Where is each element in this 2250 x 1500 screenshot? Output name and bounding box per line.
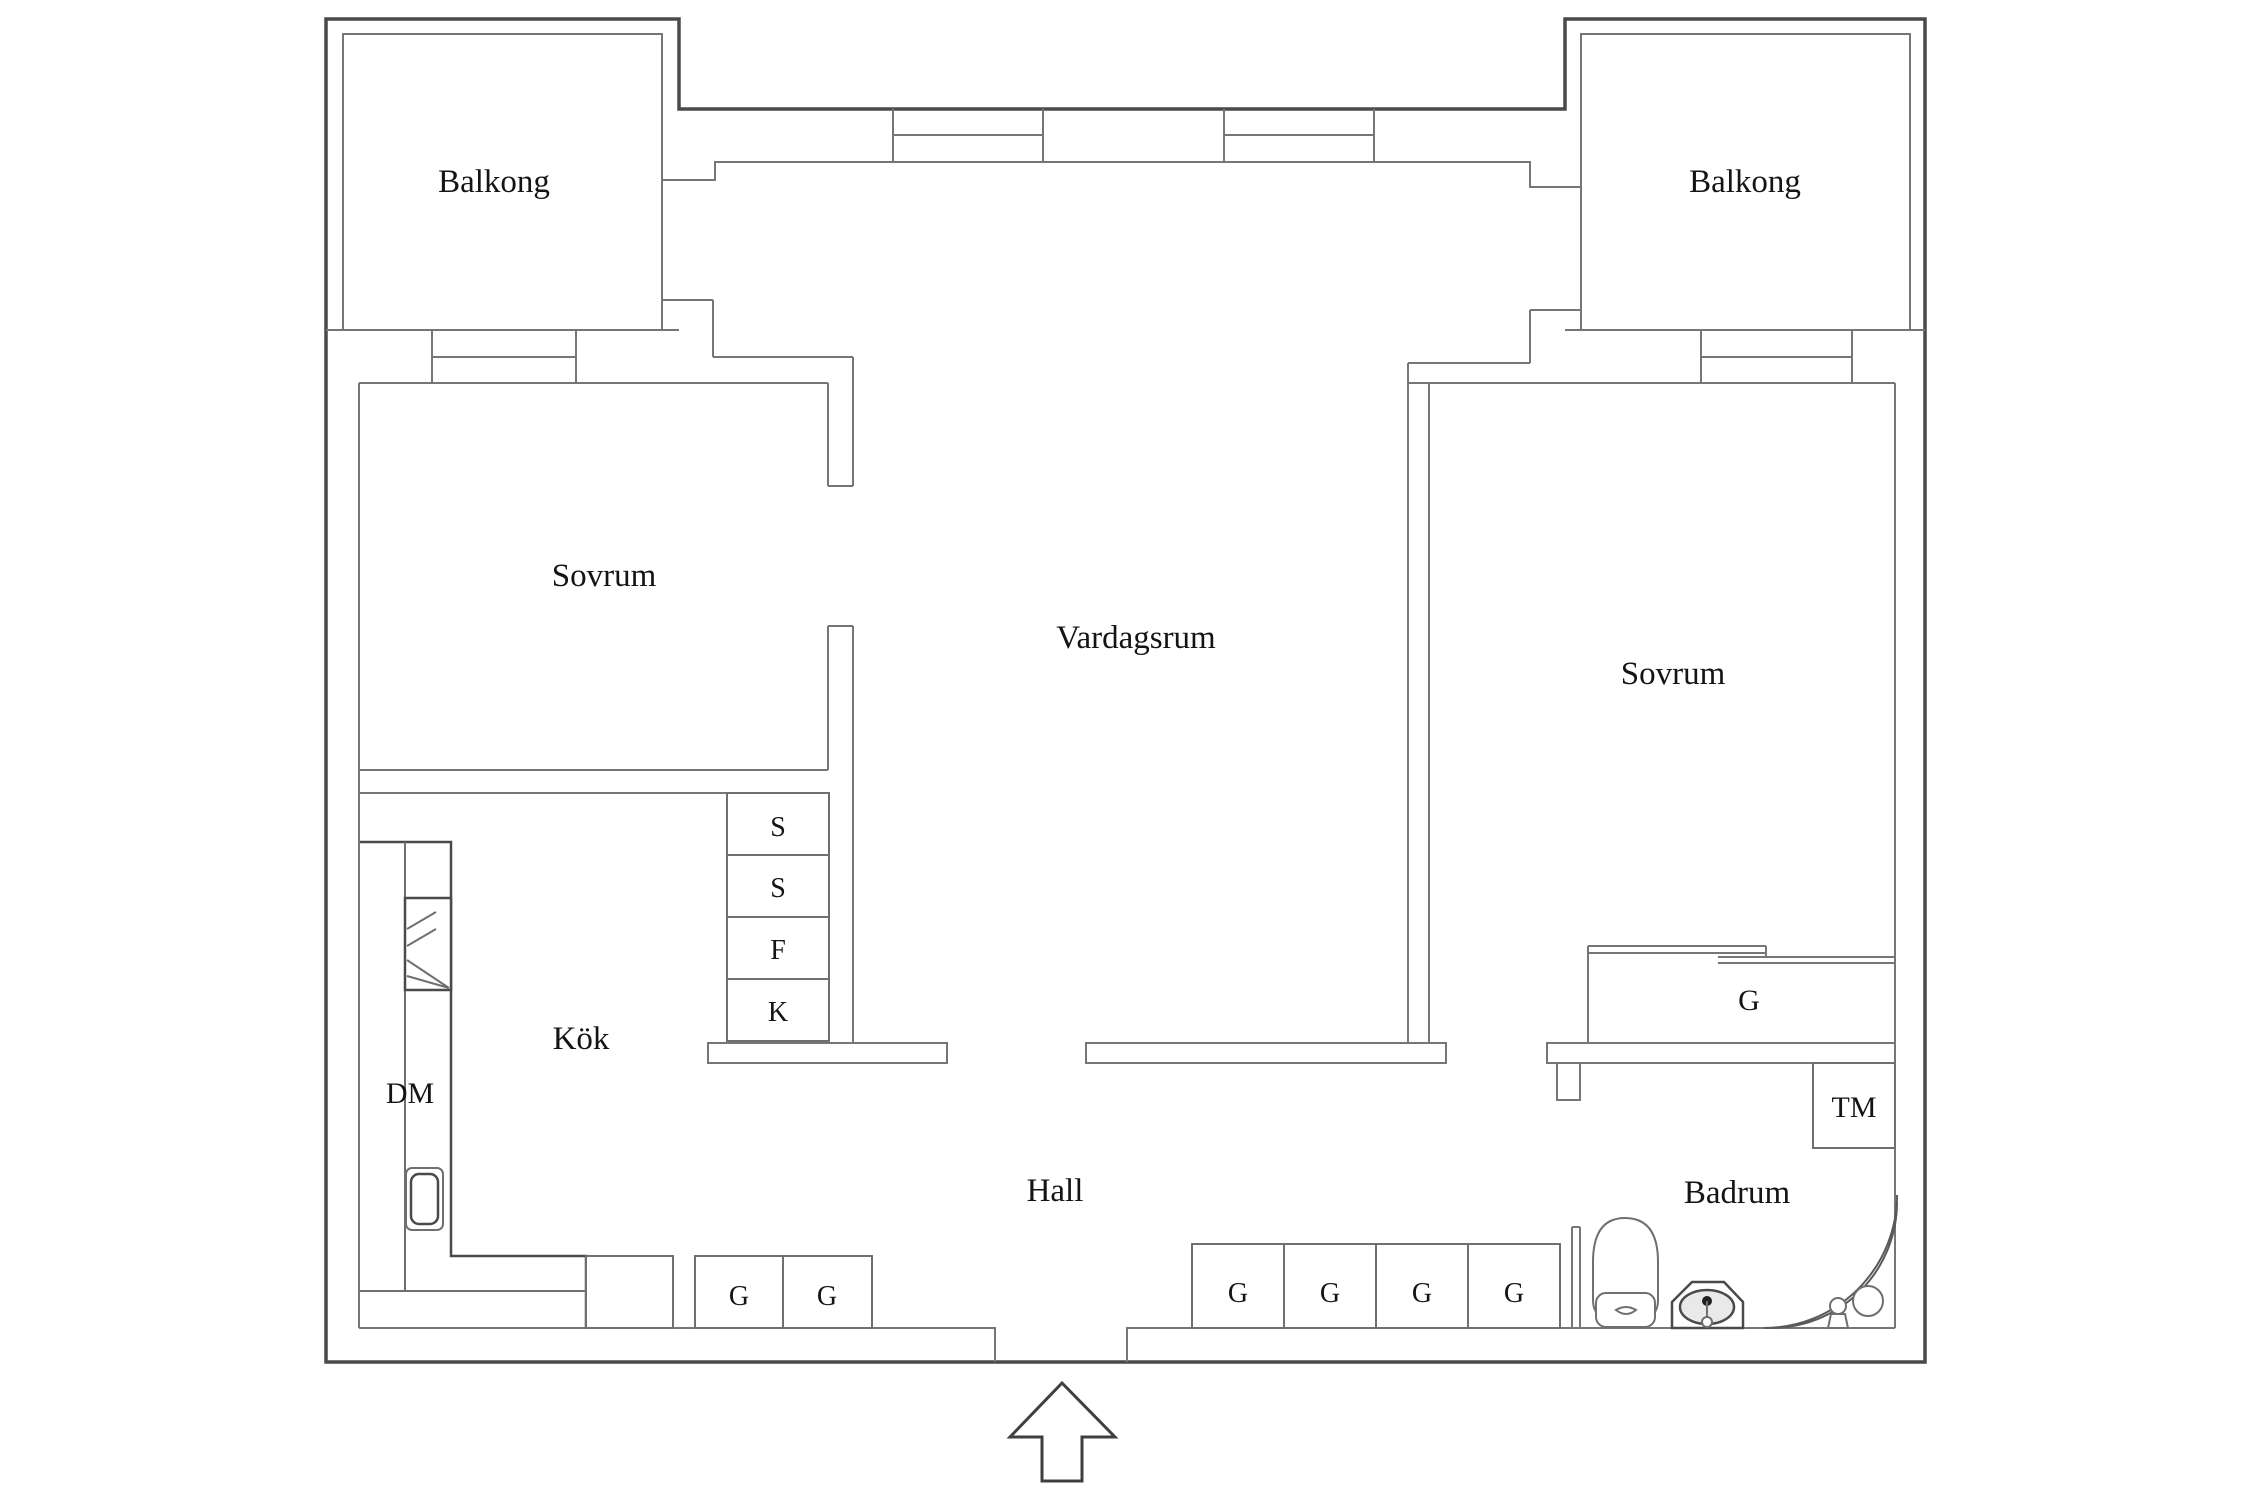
room-label-balcony-right: Balkong [1689, 164, 1801, 200]
bedroom-right-west-wall [1407, 363, 1430, 1042]
kitchen-wardrobe-1 [694, 1255, 784, 1329]
bathroom-west-wall-stub [1571, 1226, 1581, 1328]
balcony-right [1565, 33, 1925, 383]
cabinet-label-s1: S [770, 812, 786, 843]
hall-wardrobe-dividers [1283, 1244, 1469, 1328]
cabinet-label-k: K [768, 997, 788, 1028]
south-wall-inner-right [1126, 1327, 1895, 1362]
bedroom-right-south-wall-bar [1546, 1042, 1896, 1064]
appliance-label-dishwasher: DM [386, 1077, 434, 1110]
inner-wall-faces [358, 383, 1896, 1362]
wardrobe-label-kitchen-1: G [729, 1281, 749, 1312]
livingroom-hall-bar [1085, 1042, 1447, 1064]
wardrobe-label-kitchen-2: G [817, 1281, 837, 1312]
kitchen-wardrobe-2 [782, 1255, 873, 1329]
washing-machine-box [1812, 1062, 1896, 1149]
kitchen-tall-cabinets [726, 792, 830, 1042]
north-wall-inner-face [662, 161, 1581, 188]
living-room-ne-step [1407, 309, 1581, 383]
wardrobe-label-bedroom-closet: G [1738, 984, 1760, 1017]
bedroom-left-south-wall [359, 769, 828, 794]
wardrobe-label-hall-1: G [1228, 1278, 1248, 1309]
balcony-right-door-window [1700, 330, 1853, 383]
kitchen-counter [360, 840, 588, 1328]
bathroom-fixtures [1592, 1194, 1898, 1330]
room-label-hall: Hall [1027, 1173, 1084, 1209]
labels: Balkong Balkong Sovrum Vardagsrum Sovrum… [386, 164, 1877, 1312]
balcony-right-inner-railing [1580, 33, 1911, 330]
bedroom-right-walls [1407, 309, 1896, 1064]
room-label-kitchen: Kök [553, 1021, 610, 1057]
wardrobe-label-hall-4: G [1504, 1278, 1524, 1309]
hall-wardrobes [1191, 1243, 1561, 1329]
south-wall-inner-left [359, 1327, 996, 1362]
bathroom-walls [1556, 1062, 1896, 1328]
bedroom-left-walls [359, 299, 854, 1042]
room-label-balcony-left: Balkong [438, 164, 550, 200]
kitchen-sink-inner [409, 1172, 440, 1226]
room-label-living-room: Vardagsrum [1056, 620, 1216, 656]
bedroom-closet [1587, 945, 1895, 1043]
balcony-left-inner-railing [342, 33, 663, 330]
appliance-label-washing-machine: TM [1832, 1091, 1877, 1124]
hall-partition-bars [707, 1042, 1447, 1064]
closet-front-panels [1587, 945, 1895, 1043]
exterior-walls [324, 17, 1927, 1364]
kitchen-hall-bar [707, 1042, 948, 1064]
building-outer-boundary [324, 17, 1927, 1364]
stove-symbol [406, 911, 450, 989]
kitchen-low-boxes [585, 1255, 873, 1329]
bedroom-left-east-wall-lower [827, 625, 854, 1042]
north-wall [662, 109, 1581, 188]
room-label-bedroom-left: Sovrum [552, 558, 657, 594]
shower-drain [1852, 1285, 1884, 1317]
toilet-flush [1614, 1306, 1638, 1315]
bedroom-left-east-wall-upper [662, 299, 854, 487]
kitchen-end-cabinet [585, 1255, 674, 1329]
tall-cabinet-dividers [727, 854, 829, 980]
wardrobe-label-hall-2: G [1320, 1278, 1340, 1309]
north-window-2 [1223, 109, 1375, 162]
entry-arrow-shape [1006, 1380, 1119, 1483]
bathroom-west-wall-tab [1556, 1062, 1581, 1101]
north-window-1 [892, 109, 1044, 162]
bathroom-sink-knob [1701, 1316, 1713, 1328]
entry-arrow [1006, 1380, 1119, 1483]
balcony-left [326, 33, 679, 383]
room-label-bathroom: Badrum [1684, 1175, 1791, 1211]
cabinet-label-s2: S [770, 873, 786, 904]
shower-mixer-knob [1829, 1297, 1847, 1315]
shower-mixer-base [1826, 1313, 1850, 1329]
wardrobe-label-hall-3: G [1412, 1278, 1432, 1309]
cabinet-label-f: F [770, 935, 786, 966]
room-label-bedroom-right: Sovrum [1621, 656, 1726, 692]
balcony-left-door-window [431, 330, 577, 383]
